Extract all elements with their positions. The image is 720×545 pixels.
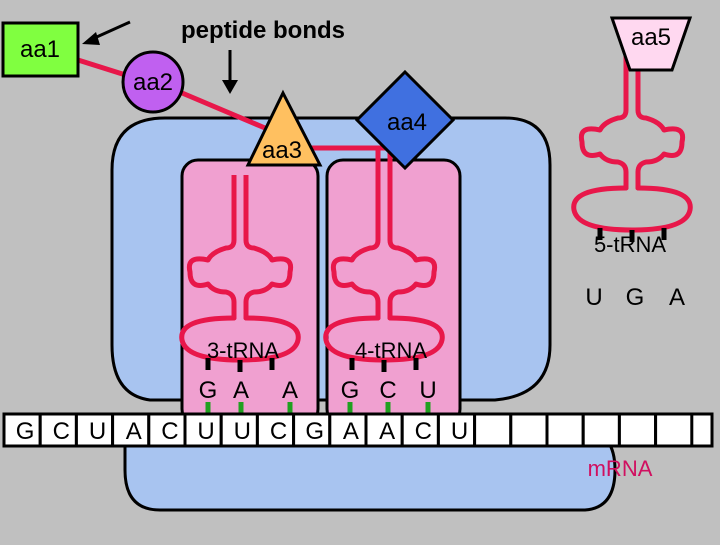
amino-acid-aa3: aa3 (245, 89, 323, 167)
mrna-base: U (89, 418, 106, 445)
amino-acid-aa2: aa2 (121, 50, 185, 114)
anticodon-trna3: G A A (199, 377, 298, 404)
mrna-cell (581, 412, 621, 448)
mrna-base: C (161, 418, 178, 445)
mrna-base: C (270, 418, 287, 445)
amino-acid-aa1: aa1 (1, 21, 80, 78)
aa4-label: aa4 (387, 109, 427, 136)
mrna-cell (111, 412, 151, 448)
amino-acid-aa4: aa4 (354, 69, 456, 171)
mrna-base: C (415, 418, 432, 445)
mrna-base: A (379, 418, 395, 445)
aa1-label: aa1 (20, 36, 60, 63)
anticodon-letter: A (669, 284, 685, 311)
anticodon-letter: C (379, 377, 396, 404)
mrna-cell (183, 412, 223, 448)
anticodon-letter: U (585, 284, 602, 311)
mrna-label: mRNA (588, 456, 653, 481)
anticodon-letter: U (419, 377, 436, 404)
mrna-base: G (305, 418, 324, 445)
amino-acid-aa5: aa5 (609, 16, 693, 72)
trna5-label: 5-tRNA (594, 232, 666, 257)
aa5-label: aa5 (631, 24, 671, 51)
peptide-bonds-label: peptide bonds (181, 17, 345, 44)
mrna-base: U (451, 418, 468, 445)
mrna-cell (654, 412, 694, 448)
base-pairs (205, 402, 431, 414)
mrna-base: U (197, 418, 214, 445)
mrna-cell (255, 412, 296, 448)
anticodon-letter: G (341, 377, 360, 404)
mrna-cell (219, 412, 259, 448)
bond-aa2-aa3 (174, 87, 266, 131)
trna3-stem (231, 175, 249, 205)
trna-5 (574, 75, 691, 242)
mrna-cell (328, 412, 368, 448)
anticodon-trna5: U G A (585, 284, 685, 311)
mrna-cell (545, 412, 585, 448)
anticodon-letter: A (282, 377, 298, 404)
arrow-icon-left (82, 20, 131, 45)
anticodon-letter: G (199, 377, 218, 404)
arrow-icon-down (222, 50, 238, 94)
mrna-base: A (126, 418, 142, 445)
anticodon-trna4: G C U (341, 377, 437, 404)
mrna-cell (617, 412, 658, 448)
trna3-label: 3-tRNA (207, 338, 279, 363)
mrna-base: U (234, 418, 251, 445)
mrna-base: G (16, 418, 35, 445)
trna4-label: 4-tRNA (355, 338, 427, 363)
anticodon-letter: G (626, 284, 645, 311)
anticodon-letter: A (233, 377, 249, 404)
aa3-label: aa3 (262, 137, 302, 164)
mrna-base: C (53, 418, 70, 445)
mrna-cell (509, 412, 549, 448)
mrna-base: A (343, 418, 359, 445)
mrna-cell (473, 412, 513, 448)
aa2-label: aa2 (133, 69, 173, 96)
mrna-cell (74, 412, 115, 448)
trna4-stem (375, 150, 393, 205)
